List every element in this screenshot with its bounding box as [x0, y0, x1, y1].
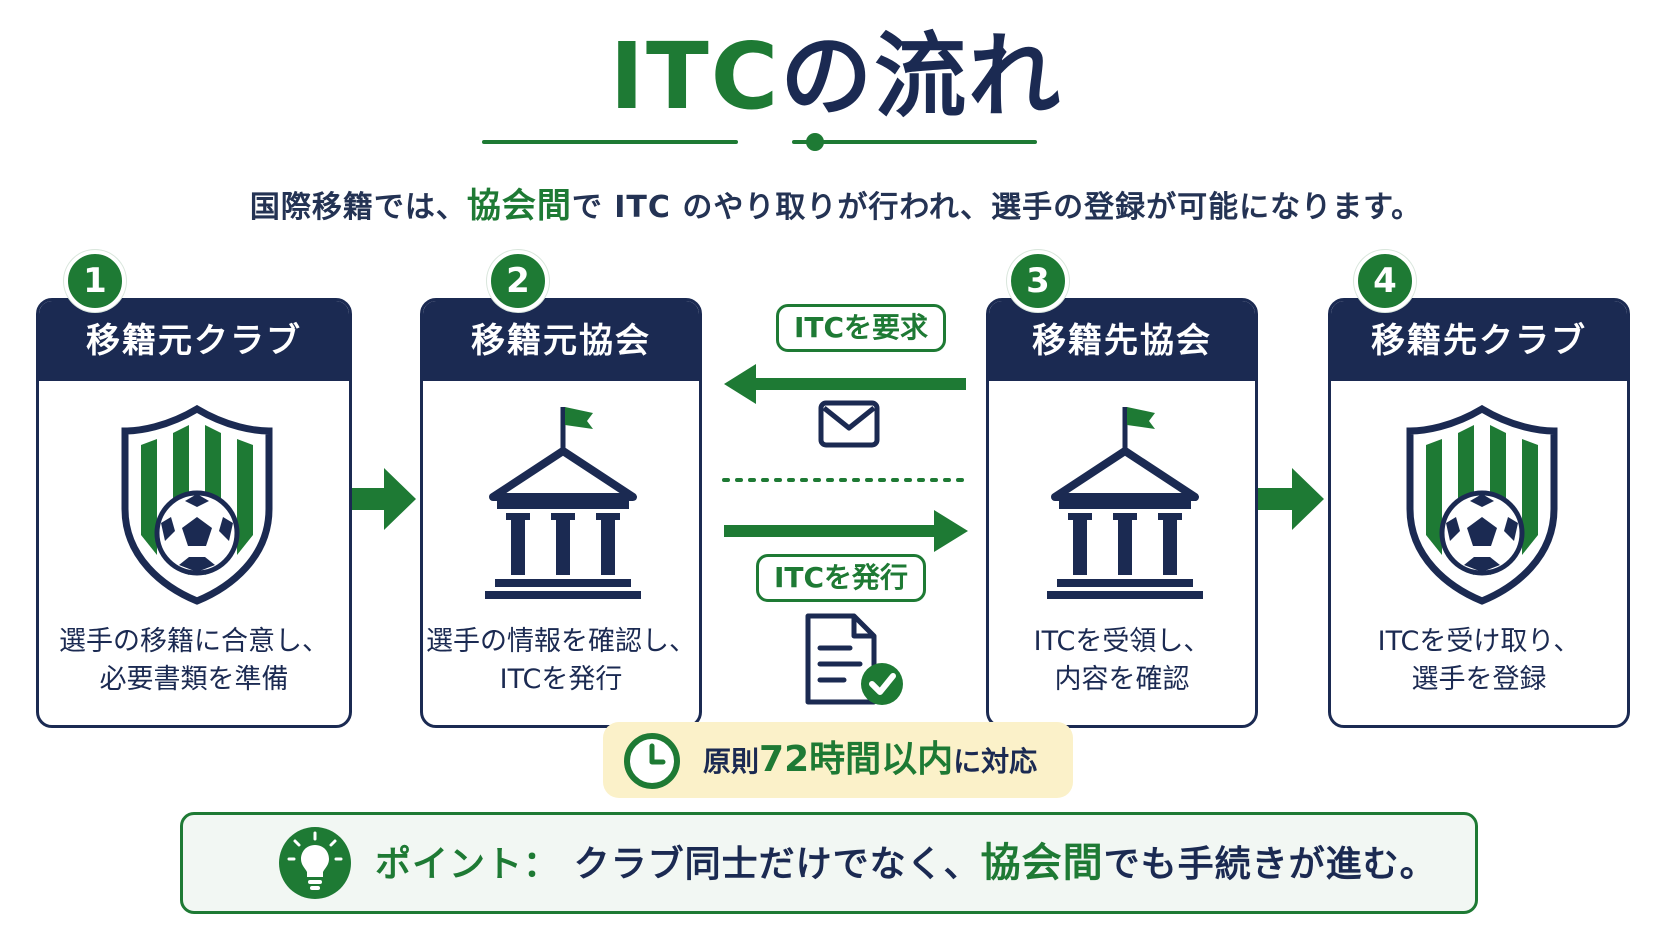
step-title-2: 移籍元協会 — [423, 301, 699, 381]
subtitle: 国際移籍では、協会間で ITC のやり取りが行われ、選手の登録が可能になります。 — [0, 178, 1672, 227]
step-badge-4: 4 — [1354, 250, 1416, 312]
step-desc-1: 選手の移籍に合意し、 必要書類を準備 — [39, 623, 349, 699]
step-badge-2: 2 — [487, 250, 549, 312]
step-card-2: 移籍元協会 選手の情報を確認し、 ITCを発行 — [420, 298, 702, 728]
subtitle-after: で ITC のやり取りが行われ、選手の登録が可能になります。 — [571, 190, 1423, 225]
association-building-icon — [1047, 407, 1203, 599]
step-badge-1: 1 — [64, 250, 126, 312]
subtitle-before: 国際移籍では、 — [249, 190, 467, 225]
lightbulb-icon — [279, 827, 351, 899]
point-box: ポイント： クラブ同士だけでなく、協会間でも手続きが進む。 — [180, 812, 1478, 914]
step-desc-2-line1: 選手の情報を確認し、 — [426, 626, 696, 657]
step-card-4: 移籍先クラブ ITCを受け取り、 選手を登録 — [1328, 298, 1630, 728]
point-label: ポイント： — [375, 844, 561, 885]
point-after: でも手続きが進む。 — [1103, 844, 1437, 885]
time-note-before: 原則 — [703, 745, 760, 778]
title-itc: ITC — [609, 23, 781, 130]
step-desc-3-line2: 内容を確認 — [1054, 664, 1190, 695]
point-text: ポイント： クラブ同士だけでなく、協会間でも手続きが進む。 — [375, 815, 1437, 913]
step-desc-1-line1: 選手の移籍に合意し、 — [59, 626, 329, 657]
time-note: 原則72時間以内に対応 — [603, 722, 1073, 798]
club-crest-icon — [121, 405, 273, 605]
step-desc-4-line2: 選手を登録 — [1411, 664, 1547, 695]
title-divider-left — [482, 140, 738, 144]
time-note-after: に対応 — [953, 745, 1038, 778]
envelope-icon — [818, 400, 880, 448]
point-highlight: 協会間 — [980, 840, 1104, 886]
step-desc-4-line1: ITCを受け取り、 — [1377, 626, 1581, 657]
time-note-highlight: 72時間以内 — [759, 739, 954, 780]
step-desc-2-line2: ITCを発行 — [499, 664, 623, 695]
club-crest-icon — [1406, 405, 1558, 605]
step-badge-3: 3 — [1007, 250, 1069, 312]
dotted-separator — [722, 478, 968, 482]
clock-icon — [624, 733, 680, 789]
step-desc-4: ITCを受け取り、 選手を登録 — [1331, 623, 1627, 699]
step-desc-2: 選手の情報を確認し、 ITCを発行 — [423, 623, 699, 699]
step-desc-1-line2: 必要書類を準備 — [99, 664, 289, 695]
page-title: ITCの流れ — [0, 22, 1672, 132]
step-title-1: 移籍元クラブ — [39, 301, 349, 381]
issue-label: ITCを発行 — [756, 554, 926, 602]
arrow-right-icon — [724, 510, 968, 552]
step-card-3: 移籍先協会 ITCを受領し、 内容を確認 — [986, 298, 1258, 728]
request-label: ITCを要求 — [776, 304, 946, 352]
step-card-1: 移籍元クラブ 選手の移籍に合意し、 必要書類を準備 — [36, 298, 352, 728]
point-before: クラブ同士だけでなく、 — [573, 844, 981, 885]
step-title-4: 移籍先クラブ — [1331, 301, 1627, 381]
arrow-right-icon — [1258, 468, 1324, 530]
step-desc-3-line1: ITCを受領し、 — [1033, 626, 1211, 657]
step-desc-3: ITCを受領し、 内容を確認 — [989, 623, 1255, 699]
document-check-icon — [805, 613, 903, 705]
subtitle-highlight: 協会間 — [466, 186, 572, 226]
title-divider-right — [792, 140, 1037, 144]
title-rest: の流れ — [780, 23, 1063, 130]
time-note-text: 原則72時間以内に対応 — [703, 722, 1037, 800]
arrow-right-icon — [352, 468, 416, 530]
association-building-icon — [485, 407, 641, 599]
arrow-left-icon — [724, 364, 966, 404]
step-title-3: 移籍先協会 — [989, 301, 1255, 381]
